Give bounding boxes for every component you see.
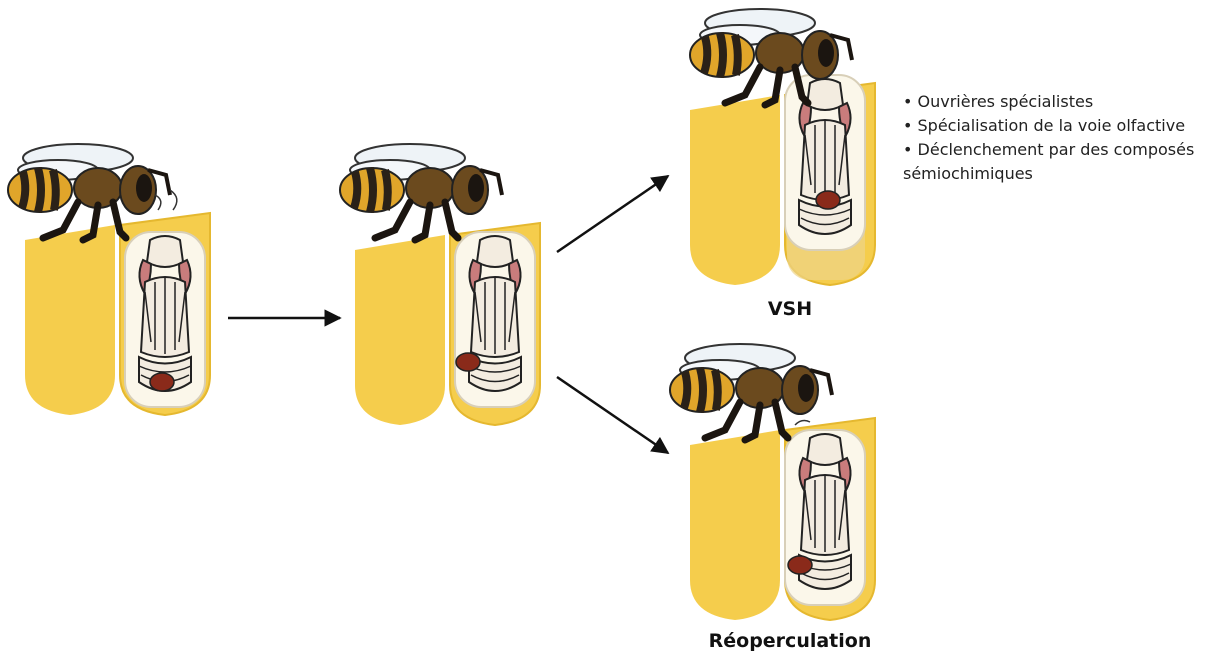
note-item: • Déclenchement par des composés: [903, 138, 1218, 162]
stage-vsh: [690, 9, 875, 285]
vibration-marks: [795, 421, 810, 425]
label-vsh: VSH: [720, 298, 860, 320]
note-item: sémiochimiques: [903, 162, 1218, 186]
label-reoperculation: Réoperculation: [660, 630, 920, 652]
arrow-to-vsh: [557, 176, 668, 252]
note-item: • Spécialisation de la voie olfactive: [903, 114, 1218, 138]
vibration-marks: [155, 190, 177, 210]
stage-2: [340, 144, 540, 425]
stage-1: [8, 144, 210, 415]
stage-reoperculation: [670, 344, 875, 620]
arrow-to-reoperculation: [557, 377, 668, 453]
notes-list: • Ouvrières spécialistes • Spécialisatio…: [903, 90, 1218, 186]
note-item: • Ouvrières spécialistes: [903, 90, 1218, 114]
